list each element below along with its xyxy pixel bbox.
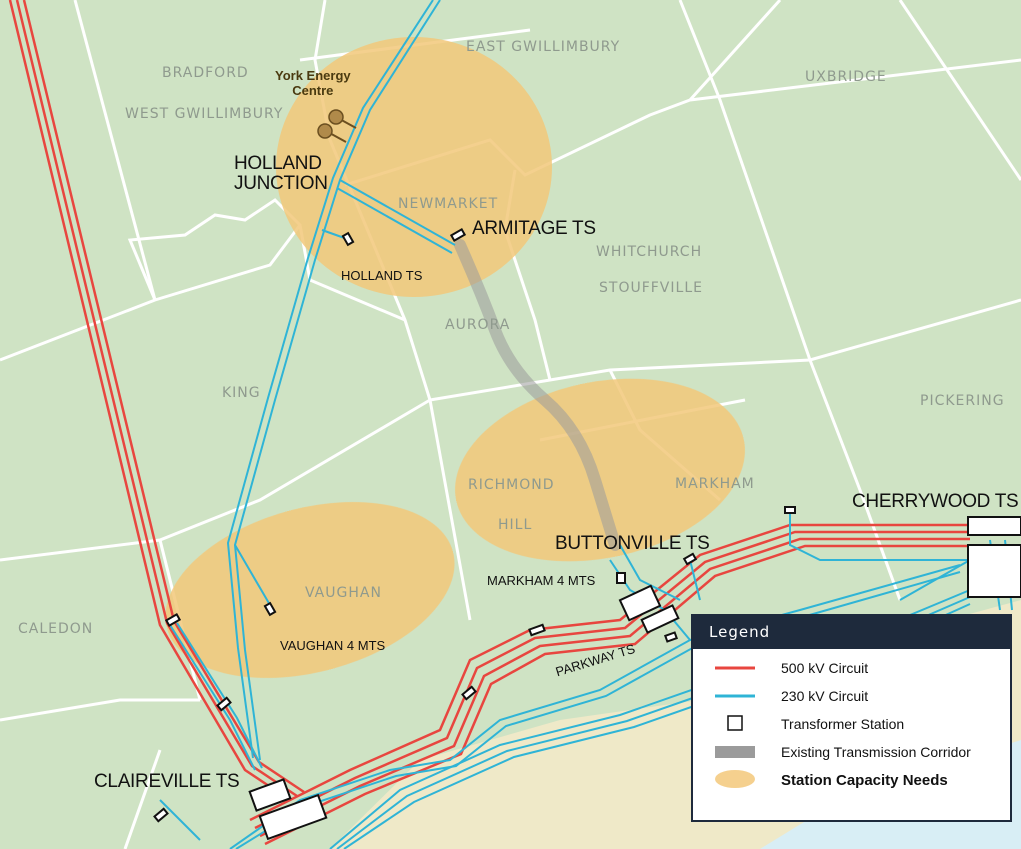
legend-label: 230 kV Circuit xyxy=(781,688,869,704)
region-east-gwillimbury: EAST GWILLIMBURY xyxy=(466,39,621,55)
region-richmond: RICHMOND xyxy=(468,477,555,493)
station-claireville-b xyxy=(258,793,328,841)
label-buttonville-ts: BUTTONVILLE TS xyxy=(555,533,710,554)
existing-corridor xyxy=(454,239,621,551)
region-markham: MARKHAM xyxy=(675,476,755,492)
region-west-gwillimbury: WEST GWILLIMBURY xyxy=(125,106,284,122)
region-hill: HILL xyxy=(498,517,533,533)
capacity-area-markham xyxy=(455,378,745,562)
map-legend: Legend 500 kV Circuit 230 kV Circuit Tra… xyxy=(691,614,1012,822)
label-vaughan-4-mts: VAUGHAN 4 MTS xyxy=(280,638,386,653)
capacity-need-areas xyxy=(165,37,745,678)
label-holland-ts: HOLLAND TS xyxy=(341,268,423,283)
station-holland xyxy=(341,231,355,247)
station-cherrywood-a xyxy=(967,516,1021,536)
region-stouffville: STOUFFVILLE xyxy=(599,280,703,296)
legend-label: Existing Transmission Corridor xyxy=(781,744,971,760)
station-parkway xyxy=(640,604,680,634)
legend-item-230kv: 230 kV Circuit xyxy=(693,682,1010,710)
square-icon xyxy=(727,715,743,731)
gray-bar-icon xyxy=(715,746,755,758)
station-small-cherry-tap xyxy=(784,506,796,514)
legend-item-capacity: Station Capacity Needs xyxy=(693,766,1010,794)
label-claireville-ts: CLAIREVILLE TS xyxy=(94,771,240,792)
station-cherrywood-b xyxy=(967,544,1021,598)
legend-title: Legend xyxy=(693,616,1010,649)
capacity-area-vaughan xyxy=(165,502,455,678)
legend-label: 500 kV Circuit xyxy=(781,660,869,676)
york-energy-centre-symbol xyxy=(317,109,357,143)
label-markham-4-mts: MARKHAM 4 MTS xyxy=(487,573,596,588)
station-small-west xyxy=(216,696,232,712)
line-blue-icon xyxy=(715,694,755,698)
label-holland-junction-line1: HOLLAND xyxy=(234,153,322,174)
label-york-energy-centre: York Energy Centre xyxy=(275,68,351,98)
region-aurora: AURORA xyxy=(445,317,511,333)
legend-label: Station Capacity Needs xyxy=(781,772,948,789)
station-claireville-a xyxy=(248,778,292,812)
legend-item-transformer: Transformer Station xyxy=(693,710,1010,738)
region-newmarket: NEWMARKET xyxy=(398,196,499,212)
station-caledon-tap xyxy=(164,613,182,627)
label-holland-junction-line2: JUNCTION xyxy=(234,173,328,194)
station-vaughan-4 xyxy=(263,601,277,617)
station-small-mid xyxy=(461,685,477,701)
region-uxbridge: UXBRIDGE xyxy=(805,69,887,85)
region-caledon: CALEDON xyxy=(18,621,94,637)
label-cherrywood-ts: CHERRYWOOD TS xyxy=(852,491,1019,512)
region-whitchurch: WHITCHURCH xyxy=(596,244,703,260)
station-buttonville xyxy=(618,584,662,622)
region-pickering: PICKERING xyxy=(920,393,1005,409)
transformer-stations xyxy=(153,228,1021,841)
region-king: KING xyxy=(222,385,261,401)
region-bradford: BRADFORD xyxy=(162,65,249,81)
ellipse-icon xyxy=(715,770,755,788)
region-vaughan: VAUGHAN xyxy=(305,585,382,601)
circuits-500kv xyxy=(8,0,970,846)
legend-item-500kv: 500 kV Circuit xyxy=(693,654,1010,682)
station-small-sw xyxy=(153,807,169,823)
legend-item-corridor: Existing Transmission Corridor xyxy=(693,738,1010,766)
label-armitage-ts: ARMITAGE TS xyxy=(472,218,596,239)
legend-label: Transformer Station xyxy=(781,716,905,732)
station-small-rh xyxy=(528,623,546,637)
line-red-icon xyxy=(715,666,755,670)
station-small-markham-tap xyxy=(682,552,698,566)
station-armitage xyxy=(449,228,467,242)
station-small-parkway-tap xyxy=(663,631,679,643)
capacity-area-newmarket xyxy=(276,37,552,297)
station-markham-4 xyxy=(616,572,626,584)
